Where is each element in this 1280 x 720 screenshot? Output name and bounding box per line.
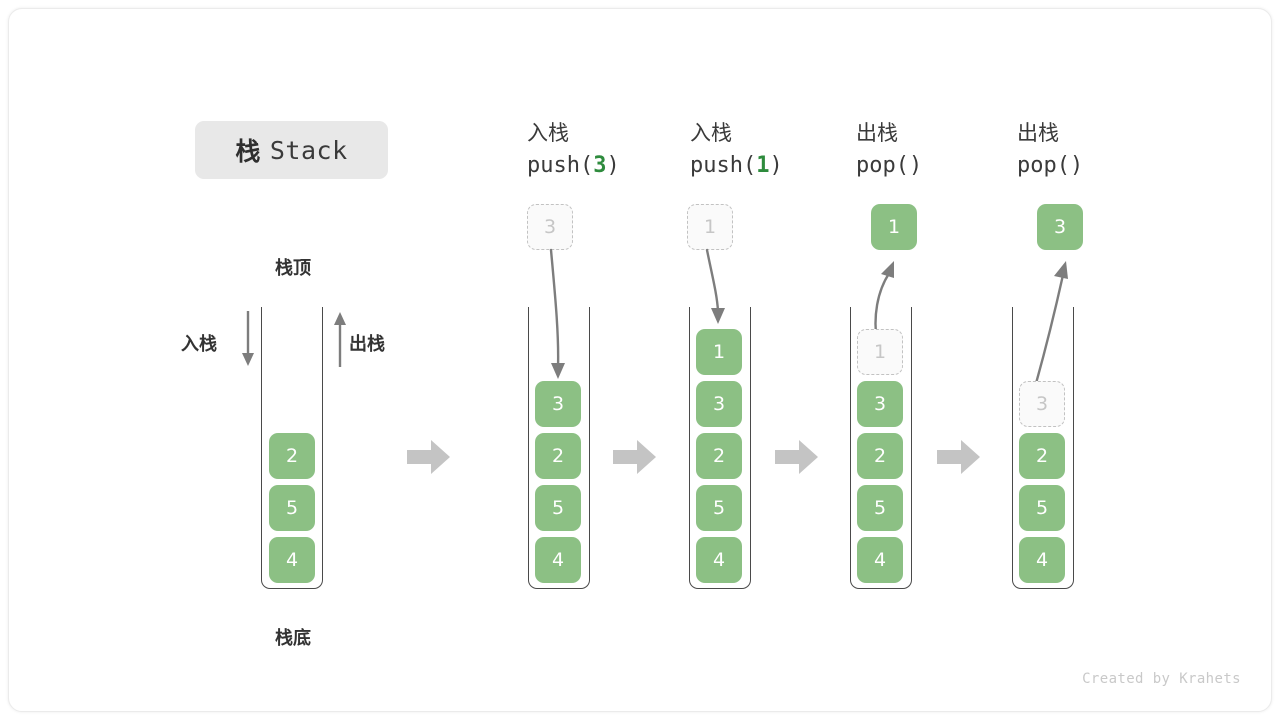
code-arg: 1: [756, 153, 770, 178]
stack-container-initial: [261, 307, 323, 589]
stack-cell: 3: [535, 381, 581, 427]
stack-cell: 2: [696, 433, 742, 479]
title-badge: 栈 Stack: [195, 121, 388, 179]
code-suffix: ): [1069, 153, 1084, 178]
stack-cell: 3: [696, 381, 742, 427]
title-cn: 栈: [235, 137, 261, 166]
floating-popped-cell: 1: [871, 204, 917, 250]
stack-container-pop-3: [1012, 307, 1074, 589]
stage-label-push-1-code: push(1): [690, 153, 783, 178]
flow-arrow-icon: [937, 440, 980, 474]
stack-cell: 5: [535, 485, 581, 531]
code-arg: 3: [593, 153, 607, 178]
code-suffix: ): [769, 153, 783, 178]
stack-container-push-3: [528, 307, 590, 589]
code-prefix: pop(: [1017, 153, 1070, 178]
floating-ghost-cell: 1: [687, 204, 733, 250]
push-1-connector-arrow-icon: [705, 248, 725, 324]
code-prefix: push(: [527, 153, 594, 178]
stack-cell: 4: [857, 537, 903, 583]
floating-popped-cell: 3: [1037, 204, 1083, 250]
stack-cell: 2: [535, 433, 581, 479]
stack-cell: 2: [269, 433, 315, 479]
stack-cell: 5: [857, 485, 903, 531]
stack-container-pop-1: [850, 307, 912, 589]
push-direction-label: 入栈: [181, 334, 217, 355]
stack-cell: 3: [857, 381, 903, 427]
stack-cell-ghost: 3: [1019, 381, 1065, 427]
stage-label-push-1-cn: 入栈: [690, 121, 732, 145]
stage-label-pop-1-code: pop(): [856, 153, 922, 178]
flow-arrow-icon: [407, 440, 450, 474]
push-direction-arrow-icon: [242, 311, 254, 366]
stack-bottom-label: 栈底: [275, 628, 311, 649]
pop-direction-arrow-icon: [334, 312, 346, 367]
stack-container-push-1: [689, 307, 751, 589]
stack-cell: 4: [535, 537, 581, 583]
stack-cell: 2: [857, 433, 903, 479]
stack-cell: 5: [696, 485, 742, 531]
code-prefix: pop(: [856, 153, 909, 178]
stack-cell-ghost: 1: [857, 329, 903, 375]
figure-card: 栈 Stack 栈顶 栈底 入栈 出栈 2 5 4 入栈 push(3): [8, 8, 1272, 712]
stack-cell: 4: [269, 537, 315, 583]
code-suffix: ): [606, 153, 620, 178]
stack-cell: 4: [696, 537, 742, 583]
pop-direction-label: 出栈: [349, 334, 385, 355]
stage-label-push-3-cn: 入栈: [527, 121, 569, 145]
stage-label-pop-3-cn: 出栈: [1017, 121, 1059, 145]
push-3-connector-arrow-icon: [549, 248, 565, 379]
stack-cell: 2: [1019, 433, 1065, 479]
credit-text: Created by Krahets: [1082, 671, 1241, 687]
stack-cell: 5: [269, 485, 315, 531]
code-prefix: push(: [690, 153, 757, 178]
stack-cell: 5: [1019, 485, 1065, 531]
flow-arrow-icon: [613, 440, 656, 474]
stack-cell: 4: [1019, 537, 1065, 583]
stage-label-pop-1-cn: 出栈: [856, 121, 898, 145]
floating-ghost-cell: 3: [527, 204, 573, 250]
stage-label-push-3-code: push(3): [527, 153, 620, 178]
flow-arrow-icon: [775, 440, 818, 474]
title-en: Stack: [269, 135, 348, 165]
stage-label-pop-3-code: pop(): [1017, 153, 1083, 178]
code-suffix: ): [908, 153, 923, 178]
stack-top-label: 栈顶: [275, 258, 311, 279]
stack-cell: 1: [696, 329, 742, 375]
